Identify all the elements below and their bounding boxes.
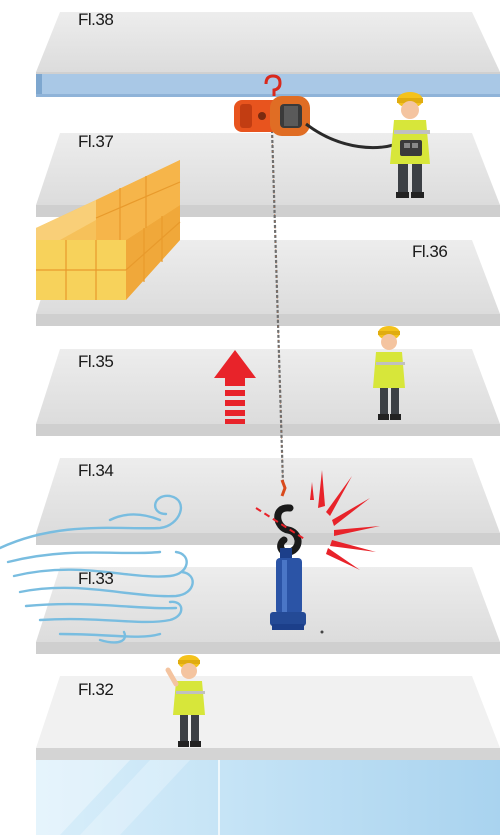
floor-label-35: Fl.35 [78,352,114,371]
floor-label-38: Fl.38 [78,10,114,29]
floor-slab-32 [36,676,500,760]
floor-label-36: Fl.36 [412,242,448,261]
floor-label-34: Fl.34 [78,461,114,480]
material-crate-icon [36,160,181,300]
worker-icon [165,655,205,747]
cylinder-load-icon [270,548,324,634]
floor-label-32: Fl.32 [78,680,114,699]
floor-label-33: Fl.33 [78,569,114,588]
glass-facade [36,760,500,835]
wind-icon [0,494,194,644]
floor-label-37: Fl.37 [78,132,114,151]
floor-slab-33 [36,567,500,654]
worker-icon [373,326,405,420]
worker-with-remote-icon [390,92,430,198]
hoist-cable [270,129,285,485]
electric-hoist-icon [234,74,403,150]
ceiling-beam [36,74,500,97]
floor-slab-34 [36,458,500,545]
up-arrow-icon [214,350,256,424]
